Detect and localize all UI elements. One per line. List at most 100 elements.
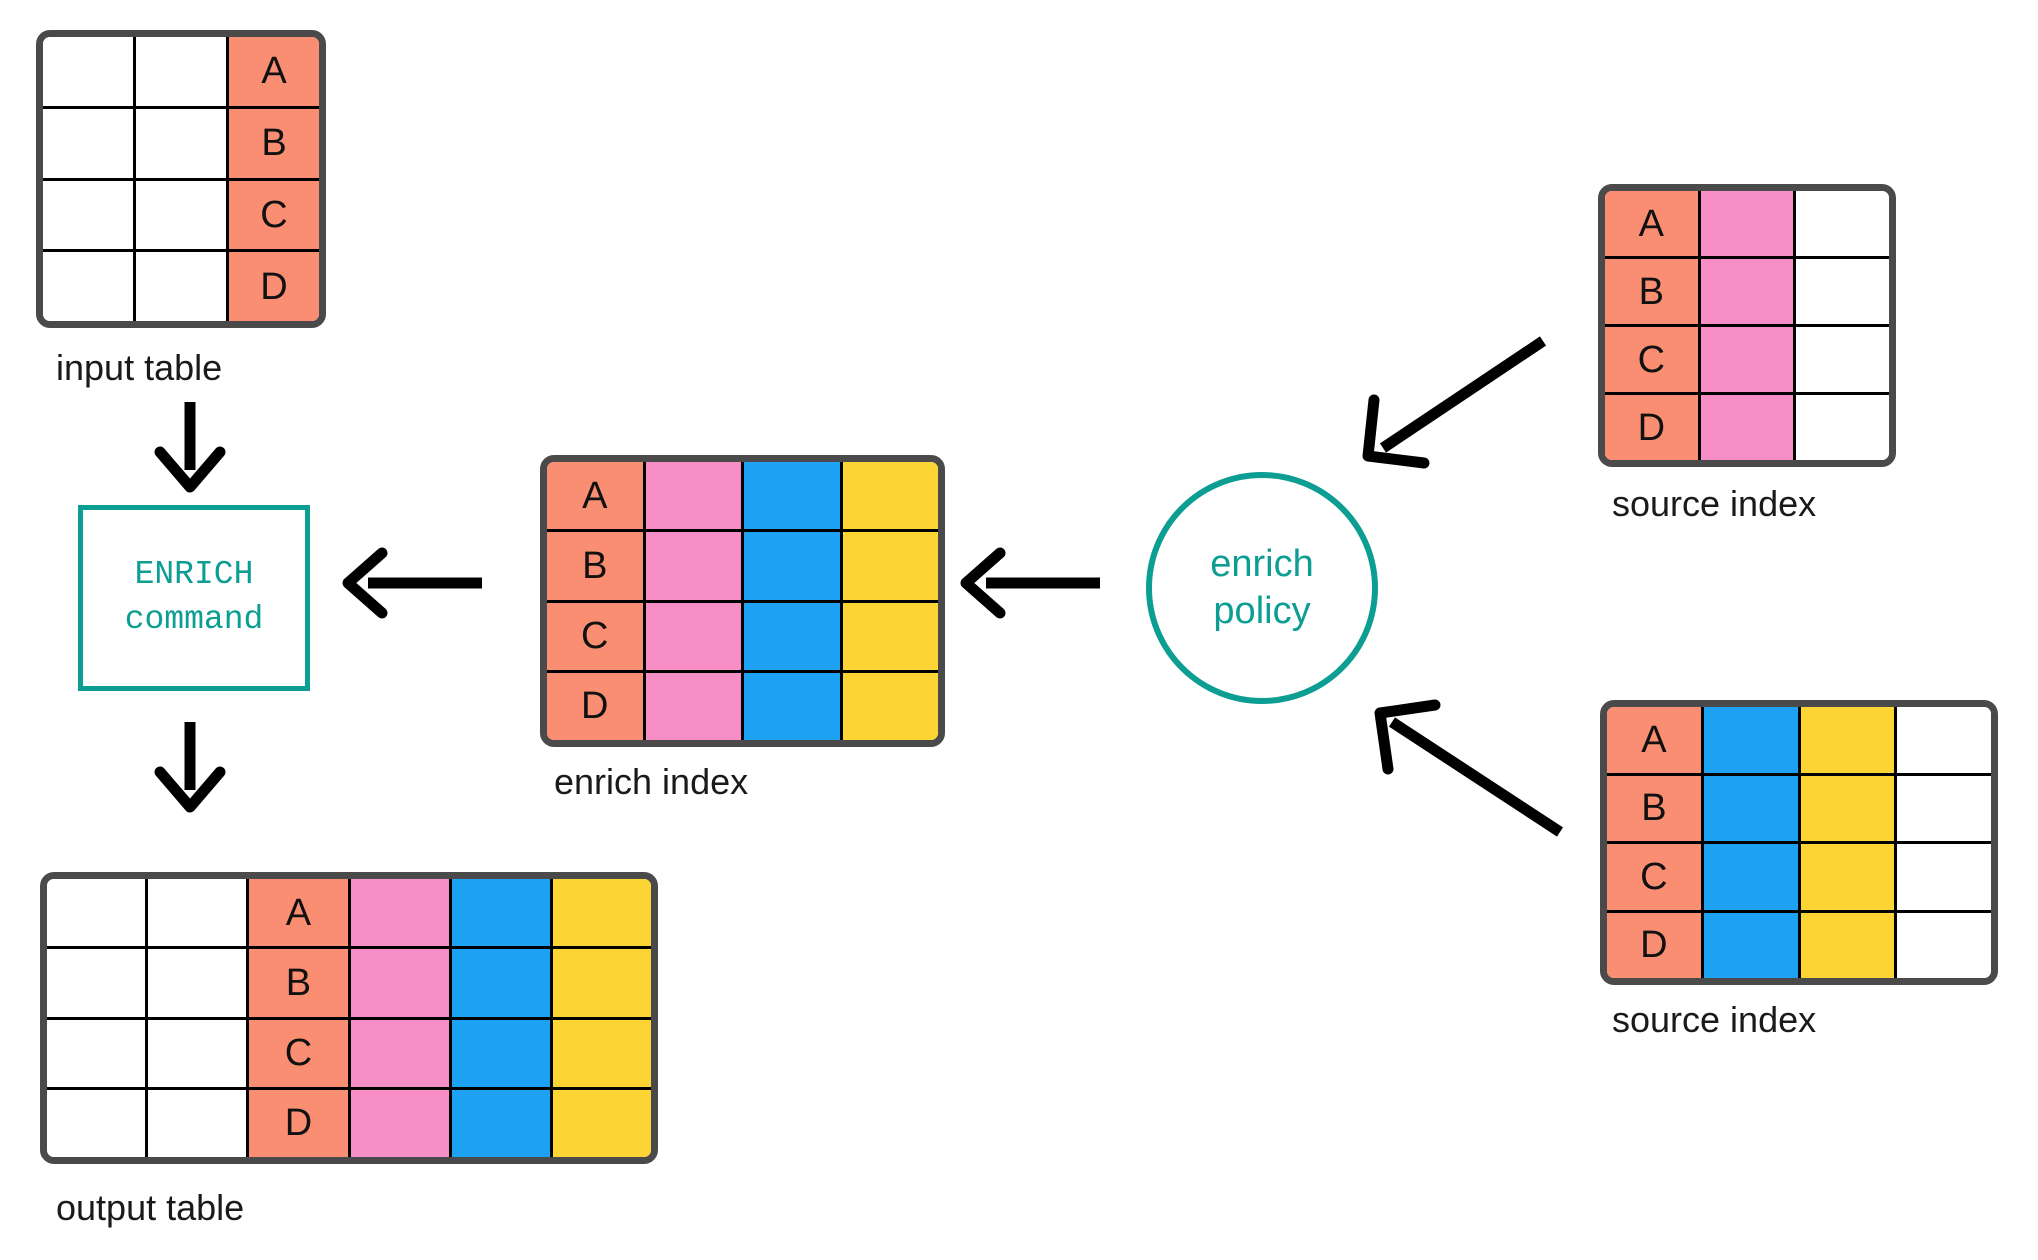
table-cell (448, 949, 550, 1017)
table-cell-key: D (547, 672, 643, 740)
table-cell (1797, 775, 1895, 841)
table-cell (839, 672, 938, 740)
table-cell (347, 1089, 449, 1157)
table-cell (47, 949, 146, 1017)
table-cell (549, 1089, 651, 1157)
table-cell (1894, 775, 1991, 841)
table-row: C (547, 599, 938, 670)
table-cell (1793, 327, 1889, 392)
arrow-policy-to-enrich-index (960, 547, 1100, 619)
table-cell (43, 37, 133, 106)
table-cell (43, 108, 133, 178)
arrow-source-index-top-to-policy (1362, 336, 1547, 469)
table-row: C (47, 1016, 651, 1087)
table-cell-key: A (547, 462, 643, 530)
table-row: A (1605, 191, 1889, 256)
table-row: D (1607, 909, 1991, 978)
table-cell (741, 672, 840, 740)
enrich-policy-circle[interactable]: enrich policy (1146, 472, 1378, 704)
table-cell (642, 462, 741, 530)
table-cell (839, 462, 938, 530)
arrow-enrich-index-to-command (342, 547, 482, 619)
table-cell (741, 532, 840, 600)
table-cell-key: D (246, 1089, 348, 1157)
table-cell-key: B (1607, 775, 1701, 841)
table-row: C (43, 177, 319, 250)
table-cell-key: D (1605, 395, 1698, 460)
table-cell (47, 1019, 146, 1087)
table-cell (133, 180, 226, 250)
table-cell (839, 602, 938, 670)
table-row: D (47, 1086, 651, 1157)
table-cell-key: C (547, 602, 643, 670)
table-cell (1697, 327, 1794, 392)
table-cell-key: A (1607, 707, 1701, 773)
table-cell (1700, 912, 1798, 978)
input-table-caption: input table (56, 347, 223, 388)
arrow-input-to-command (154, 402, 226, 493)
table-row: B (547, 529, 938, 600)
table-cell (1894, 844, 1991, 910)
table-cell-key: B (246, 949, 348, 1017)
table-cell (1797, 844, 1895, 910)
table-cell (448, 879, 550, 947)
table-row: A (43, 37, 319, 106)
table-cell (1894, 912, 1991, 978)
table-cell (1697, 259, 1794, 324)
output-table-caption: output table (56, 1187, 245, 1228)
table-cell-key: D (226, 252, 319, 321)
source-index-top-caption: source index (1612, 483, 1817, 524)
enrich-command-line-1: ENRICH (134, 556, 254, 594)
table-cell (642, 672, 741, 740)
table-cell (1700, 844, 1798, 910)
table-row: D (547, 669, 938, 740)
table-row: D (43, 249, 319, 321)
table-cell-key: D (1607, 912, 1701, 978)
table-cell-key: C (1605, 327, 1698, 392)
table-row: A (47, 879, 651, 947)
table-cell (133, 108, 226, 178)
table-cell (145, 1019, 247, 1087)
enrich-index-caption: enrich index (554, 761, 749, 802)
table-cell-key: A (246, 879, 348, 947)
table-cell-key: A (226, 37, 319, 106)
table-cell (145, 1089, 247, 1157)
table-cell (1793, 395, 1889, 460)
table-cell (448, 1089, 550, 1157)
table-row: B (47, 946, 651, 1017)
table-cell (1700, 707, 1798, 773)
table-cell (47, 1089, 146, 1157)
table-cell (1697, 395, 1794, 460)
table-cell (1697, 191, 1794, 256)
table-row: C (1607, 841, 1991, 910)
table-cell (549, 1019, 651, 1087)
table-cell-key: C (226, 180, 319, 250)
table-cell (347, 949, 449, 1017)
table-cell-key: A (1605, 191, 1698, 256)
table-cell (642, 602, 741, 670)
table-cell (448, 1019, 550, 1087)
table-cell (145, 879, 247, 947)
table-cell (1797, 707, 1895, 773)
table-cell (145, 949, 247, 1017)
table-cell-key: C (246, 1019, 348, 1087)
table-cell (47, 879, 146, 947)
table-cell (133, 252, 226, 321)
table-row: A (1607, 707, 1991, 773)
arrow-command-to-output (154, 722, 226, 813)
table-cell (549, 879, 651, 947)
table-row: D (1605, 392, 1889, 460)
table-cell (839, 532, 938, 600)
enrich-command-box[interactable]: ENRICH command (78, 505, 310, 691)
table-row: B (43, 105, 319, 178)
arrow-source-index-bottom-to-policy (1374, 699, 1564, 837)
table-cell (347, 879, 449, 947)
enrich-policy-line-2: policy (1213, 590, 1311, 632)
table-cell (43, 180, 133, 250)
enrich-policy-line-1: enrich (1210, 542, 1314, 585)
